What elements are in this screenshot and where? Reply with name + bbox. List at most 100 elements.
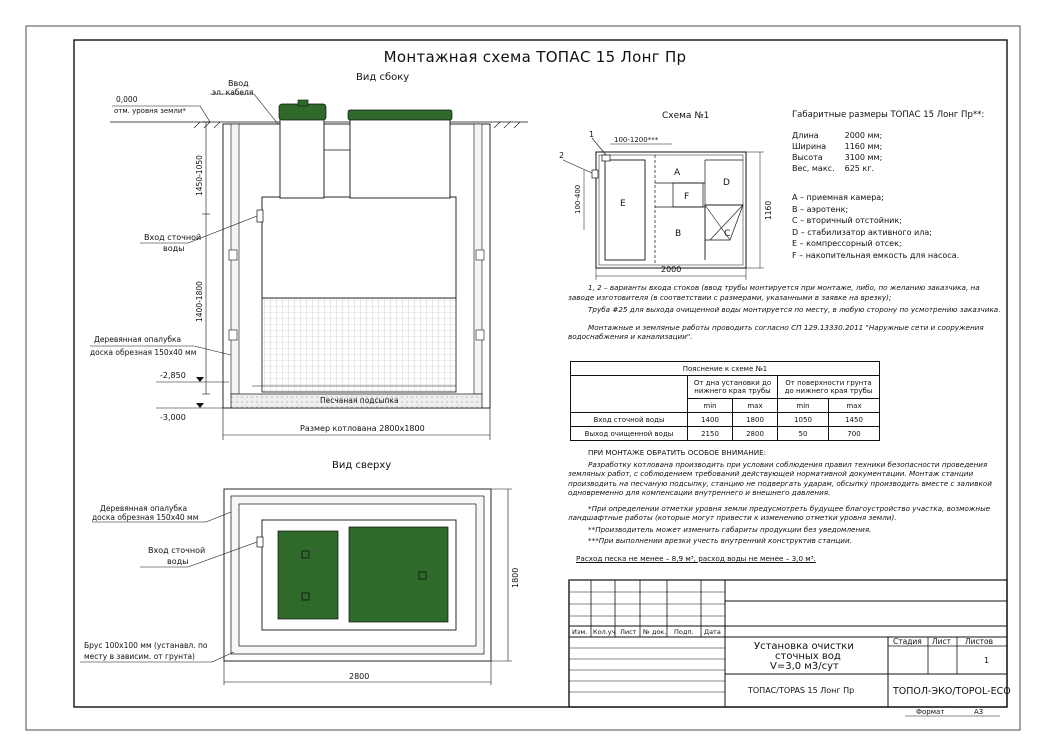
scheme-dim-bottom: 2000 xyxy=(661,265,681,274)
attention-heading: ПРИ МОНТАЖЕ ОБРАТИТЬ ОСОБОЕ ВНИМАНИЕ: xyxy=(588,448,767,457)
format-label: Формат xyxy=(916,708,944,716)
stamp-sheets-value: 1 xyxy=(984,656,989,665)
dim-row: Длина 2000 мм; xyxy=(792,130,892,141)
dim-row: Высота 3100 мм; xyxy=(792,152,892,163)
attention-block: ПРИ МОНТАЖЕ ОБРАТИТЬ ОСОБОЕ ВНИМАНИЕ: Ра… xyxy=(568,448,1008,565)
dim-row: Вес, макс.625 кг. xyxy=(792,163,892,174)
scheme-1 xyxy=(562,137,764,280)
top-inlet-label-2: воды xyxy=(167,557,188,566)
dim-name: Высота xyxy=(792,153,823,162)
lid-top-large xyxy=(348,526,449,623)
backfill xyxy=(261,297,457,393)
top-inlet-label-1: Вход сточной xyxy=(148,546,205,555)
cable-entry-label-1: Ввод xyxy=(228,79,249,88)
format-value: А3 xyxy=(974,708,983,716)
pit-size-label: Размер котлована 2800х1800 xyxy=(300,424,425,433)
stamp-col-sign: Подп. xyxy=(674,628,694,636)
dimensions-heading: Габаритные размеры ТОПАС 15 Лонг Пр**: xyxy=(792,110,985,120)
scheme-dim-left: 100-400 xyxy=(574,185,582,214)
sand-bed xyxy=(230,393,483,409)
legend-item: A – приемная камера; xyxy=(792,193,884,202)
top-dim-height: 1800 xyxy=(511,568,520,588)
table-empty-header xyxy=(570,375,688,413)
side-formwork-label-1: Деревянная опалубка xyxy=(94,335,181,344)
dim-name: Вес, макс. xyxy=(792,164,835,173)
sand-bed-label: Песчаная подсыпка xyxy=(320,396,399,405)
lid-top-small xyxy=(277,530,339,620)
table-cell: 1050 xyxy=(777,412,829,427)
legend: A – приемная камера; B – аэротенк; C – в… xyxy=(792,192,959,261)
scheme-callout-2: 2 xyxy=(559,151,564,160)
table-row: Выход очищенной воды 2150 2800 50 700 xyxy=(570,426,881,441)
table-caption: Пояснение к схеме №1 xyxy=(570,361,880,376)
side-inlet-label-1: Вход сточной xyxy=(144,233,201,242)
table-cell: 50 xyxy=(777,426,829,441)
lid-small xyxy=(278,103,327,121)
stamp-product: ТОПАС/TOPAS 15 Лонг Пр xyxy=(747,686,854,695)
note-1: 1, 2 – варианты входа стоков (ввод трубы… xyxy=(568,283,980,302)
legend-item: E – компрессорный отсек; xyxy=(792,239,902,248)
stamp-col-izm: Изм. xyxy=(572,628,587,636)
ground-level-value: 0,000 xyxy=(116,95,138,104)
stamp-col-list: Лист xyxy=(620,628,637,636)
attention-text: Разработку котлована производить при усл… xyxy=(568,459,992,498)
dim-value: 2000 мм; xyxy=(844,131,883,140)
beam-label-2: месту в зависим. от грунта) xyxy=(84,652,195,661)
note-2: Труба #25 для выхода очищенной воды монт… xyxy=(588,305,1001,314)
table-sub: min xyxy=(687,398,733,413)
table-cell: 1450 xyxy=(827,412,881,427)
top-view-label: Вид сверху xyxy=(332,460,391,471)
table-cell: 2800 xyxy=(732,426,778,441)
stamp-sheets: Листов xyxy=(965,637,993,646)
consumption-note: Расход песка не менее – 8,9 м³, расход в… xyxy=(576,553,816,563)
stamp-name-1: Установка очистки xyxy=(754,641,854,652)
attention-star1: *При определении отметки уровня земли пр… xyxy=(568,503,991,523)
zone-e: E xyxy=(620,199,626,209)
stamp-name-3: V=3,0 м3/сут xyxy=(770,661,839,672)
dim-name: Ширина xyxy=(792,142,827,151)
stamp-col-doc: № док. xyxy=(642,628,666,636)
table-sub: max xyxy=(732,398,778,413)
table-group-2: От поверхности грунта до нижнего края тр… xyxy=(777,375,880,399)
table-sub: min xyxy=(777,398,829,413)
ground-level-label: отм. уровня земли* xyxy=(114,107,186,115)
side-formwork-label-2: доска обрезная 150х40 мм xyxy=(90,348,196,357)
dim-value: 3100 мм; xyxy=(844,153,883,162)
stamp-col-kol: Кол.уч xyxy=(593,628,616,636)
table-cell: 1800 xyxy=(732,412,778,427)
table-cell: 700 xyxy=(827,426,881,441)
table-cell: 2150 xyxy=(687,426,733,441)
beam-label-1: Брус 100х100 мм (устанавл. по xyxy=(84,641,208,650)
stamp-company: ТОПОЛ-ЭКО/TOPOL-ECO xyxy=(892,686,1011,697)
top-formwork-label-2: доска обрезная 150х40 мм xyxy=(92,513,198,522)
stamp-sheet: Лист xyxy=(932,637,952,646)
top-dim-width: 2800 xyxy=(349,672,369,681)
zone-c: C xyxy=(724,229,730,239)
side-view xyxy=(90,93,528,440)
table-cell: 1400 xyxy=(687,412,733,427)
stamp-stage: Стадия xyxy=(893,637,922,646)
scheme-dim-top: 100-1200*** xyxy=(614,136,659,144)
explanation-table: Пояснение к схеме №1 От дна установки до… xyxy=(570,361,881,441)
dim-upper: 1450-1050 xyxy=(195,155,204,196)
legend-item: C – вторичный отстойник; xyxy=(792,216,902,225)
dim-name: Длина xyxy=(792,131,819,140)
legend-item: B – аэротенк; xyxy=(792,204,849,214)
title-block xyxy=(568,579,1008,708)
inlet-pipe xyxy=(256,209,264,223)
side-inlet-label-2: воды xyxy=(163,244,184,253)
table-sub: max xyxy=(827,398,881,413)
table-group-1: От дна установки до нижнего края трубы xyxy=(687,375,778,399)
top-formwork-label-1: Деревянная опалубка xyxy=(100,504,187,513)
note-3: Монтажные и земляные работы проводить со… xyxy=(568,322,984,342)
table-cell: Выход очищенной воды xyxy=(570,426,688,441)
zone-a: A xyxy=(674,168,681,178)
attention-star2: **Производитель может изменить габариты … xyxy=(588,524,872,534)
side-view-label: Вид сбоку xyxy=(356,72,409,83)
legend-item: D – стабилизатор активного ила; xyxy=(792,227,932,237)
attention-star3: ***При выполнении врезки учесть внутренн… xyxy=(588,536,852,545)
table-cell: Вход сточной воды xyxy=(570,412,688,427)
